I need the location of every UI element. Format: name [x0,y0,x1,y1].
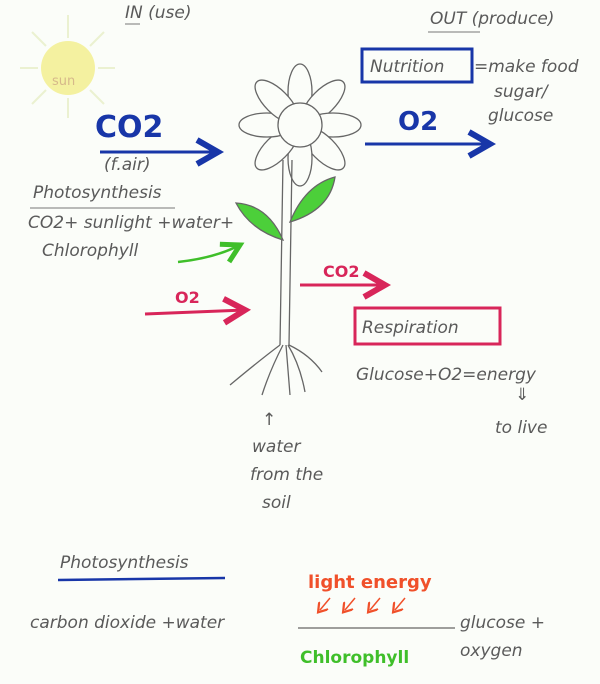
in-label: IN (use) [125,3,192,23]
water-line3: soil [262,493,291,513]
nutrition-label: Nutrition [370,57,444,77]
equation-reactants: carbon dioxide +water [30,613,225,633]
glucose-label: glucose [488,106,553,126]
o2-input-arrow [144,310,245,314]
chlorophyll-arrow [177,245,240,262]
respiration-result: to live [495,418,547,438]
co2-input-label: CO2 [95,110,163,145]
equation-catalyst: Chlorophyll [300,648,409,668]
equation-title-underline [57,576,226,582]
o2-output-label: O2 [398,107,438,137]
water-line2: from the [250,465,323,485]
photosynthesis-note-line1: CO2+ sunlight +water+ [28,213,234,233]
sugar-label: sugar/ [494,82,550,102]
equation-condition: light energy [308,572,432,593]
co2-source-note: (f.air) [104,155,150,175]
flower-icon [238,63,362,187]
roots [229,344,323,396]
respiration-title: Respiration [362,318,459,338]
photosynthesis-note-title: Photosynthesis [33,183,162,203]
respiration-box [353,306,502,346]
leaf-icon [288,176,336,224]
respiration-equation: Glucose+O2=energy [356,365,537,385]
equation-product2: oxygen [460,641,523,661]
nutrition-box [360,47,474,84]
water-line1: water [252,437,301,457]
plant-drawing [229,63,362,396]
stem [279,159,293,346]
light-energy-arrows [320,597,406,610]
up-arrow-icon: ↑ [262,410,276,430]
sun-label: sun [52,74,75,89]
equation-product1: glucose + [460,613,545,633]
sun-icon [20,15,115,118]
leaf-icon [234,202,285,242]
nutrition-description: =make food [474,57,579,77]
o2-input-label: O2 [175,288,200,307]
out-label: OUT (produce) [430,9,554,29]
equation-title: Photosynthesis [60,553,189,573]
down-arrow-icon: ⇓ [515,385,529,405]
co2-output-label: CO2 [323,262,359,281]
photosynthesis-note-line2: Chlorophyll [42,241,139,261]
